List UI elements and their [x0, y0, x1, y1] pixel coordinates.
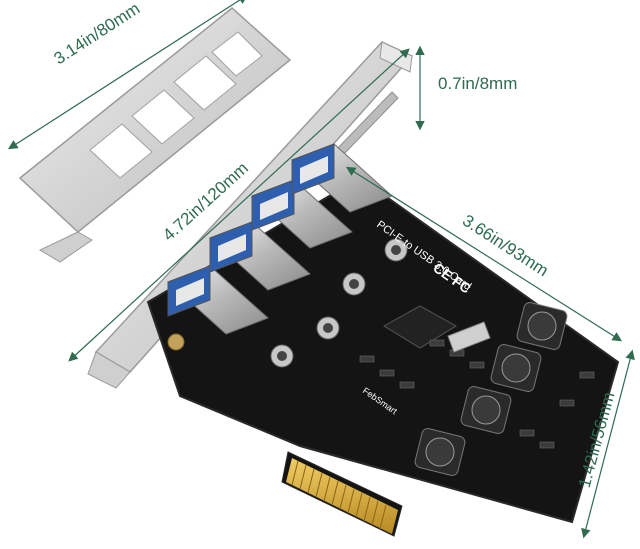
- label-bracket-offset: 0.7in/8mm: [438, 74, 518, 93]
- dimension-line-full-bracket: [68, 48, 410, 362]
- usb-port-3: [251, 179, 353, 249]
- usb-ports: [167, 143, 393, 335]
- usb-port-2: [209, 221, 311, 291]
- bracket-screw: [167, 333, 185, 351]
- pcie-gold-contacts: [286, 458, 398, 534]
- dimension-line-card-length: [345, 166, 623, 342]
- usb-port-1: [167, 265, 269, 335]
- dimension-line-card-height: [581, 349, 635, 539]
